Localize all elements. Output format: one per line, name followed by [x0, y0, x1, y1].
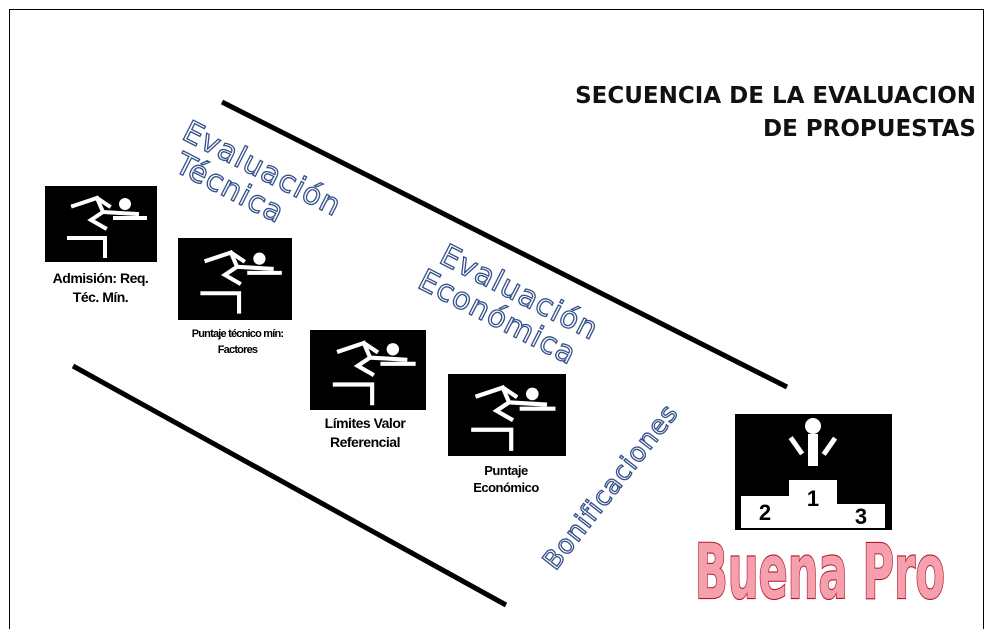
stage-caption-line-1: Puntaje	[484, 463, 528, 478]
stage-caption-line-2: Factores	[217, 344, 258, 356]
stage-caption: Admisión: Req. Téc. Mín.	[38, 269, 163, 307]
podium-place-3: 3	[855, 504, 867, 529]
podium-place-2: 2	[759, 500, 771, 525]
slide-title: SECUENCIA DE LA EVALUACION DE PROPUESTAS	[575, 80, 976, 146]
title-line-2: DE PROPUESTAS	[762, 116, 976, 142]
stage-caption-line-1: Admisión: Req.	[52, 270, 149, 286]
podium-place-1: 1	[807, 486, 819, 511]
slide-frame	[9, 9, 984, 629]
stage-caption-line-1: Límites Valor	[324, 415, 406, 431]
stage-caption-line-2: Referencial	[330, 434, 400, 450]
stage-caption: Puntaje Económico	[445, 462, 567, 496]
buena-pro-text: Buena Pro	[695, 528, 945, 608]
stage-caption-line-2: Téc. Mín.	[72, 289, 129, 305]
stage-caption: Puntaje técnico mín: Factores	[170, 326, 305, 358]
hurdler-icon	[178, 238, 292, 320]
stage-caption-line-2: Económico	[473, 480, 539, 495]
lower-track-line	[71, 363, 508, 608]
hurdler-icon	[45, 186, 157, 262]
hurdler-icon	[310, 330, 426, 410]
buena-pro-wordart: Buena Pro	[690, 528, 950, 608]
upper-track-line	[220, 99, 789, 390]
podium-icon: 2 1 3	[735, 414, 892, 530]
stage-caption: Límites Valor Referencial	[300, 414, 430, 452]
stage-caption-line-1: Puntaje técnico mín:	[191, 328, 284, 340]
hurdler-icon	[448, 374, 566, 456]
title-line-1: SECUENCIA DE LA EVALUACION	[575, 83, 976, 109]
